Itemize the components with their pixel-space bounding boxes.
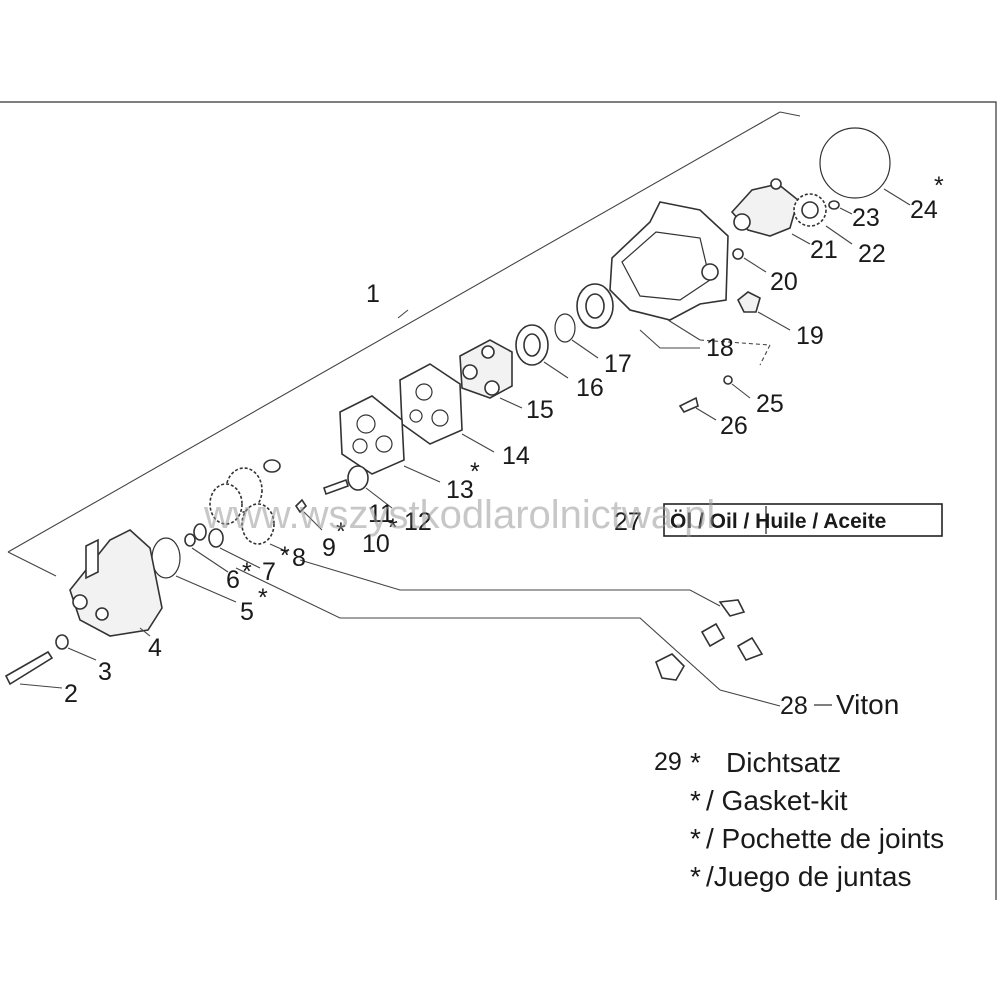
- callout-20: 20: [770, 268, 798, 296]
- asterisk-8: *: [280, 542, 290, 570]
- callout-13: 13: [446, 476, 474, 504]
- asterisk-13: *: [470, 458, 480, 486]
- callout-23: 23: [852, 204, 880, 232]
- kit-asterisk-1: *: [690, 747, 701, 778]
- asterisk-10: *: [388, 514, 398, 542]
- part-3-washer: [55, 634, 97, 661]
- callout-27: 27: [614, 508, 642, 536]
- kit-asterisk-2: *: [690, 785, 701, 816]
- callout-9: 9: [322, 534, 336, 562]
- kit-asterisk-3: *: [690, 823, 701, 854]
- kit-asterisk-4: *: [690, 861, 701, 892]
- assembly-bracket: [7, 111, 801, 577]
- callout-26: 26: [720, 412, 748, 440]
- kit-legend-line1: Dichtsatz: [726, 747, 841, 778]
- viton-leader: [235, 559, 781, 707]
- part-19-cap: [736, 291, 791, 331]
- watermark: www.wszystkodlarolnictwa.pl: [203, 493, 715, 537]
- part-18-gear-housing: [609, 201, 771, 366]
- callout-25: 25: [756, 390, 784, 418]
- asterisk-5: *: [258, 584, 268, 612]
- oil-box: [663, 503, 943, 537]
- part-8-piston-assembly: [209, 459, 289, 553]
- part-28-viton-valves: [654, 599, 764, 681]
- part-25-washer: [723, 375, 751, 399]
- viton-label: Viton: [836, 689, 899, 720]
- callout-17: 17: [604, 350, 632, 378]
- asterisk-24: *: [934, 172, 944, 200]
- callout-12: 12: [404, 508, 432, 536]
- callout-1: 1: [366, 280, 380, 308]
- part-7-washer: [193, 523, 261, 569]
- part-13-diaphragm-plate: [339, 395, 441, 483]
- callout-28: 28: [780, 692, 808, 720]
- kit-legend-line2: / Gasket-kit: [706, 785, 848, 816]
- part-16-bearing: [515, 324, 569, 379]
- callout-4: 4: [148, 634, 162, 662]
- part-5-oring: [151, 537, 237, 603]
- callout-14: 14: [502, 442, 530, 470]
- callout-6: 6: [226, 566, 240, 594]
- callout-16: 16: [576, 374, 604, 402]
- callout-7: 7: [262, 558, 276, 586]
- part-26-screw: [678, 396, 717, 421]
- asterisk-6: *: [242, 558, 252, 586]
- callout-24: 24: [910, 196, 938, 224]
- oil-box-label: Öl / Oil / Huile / Aceite: [670, 510, 886, 533]
- part-15-valve-block: [459, 339, 523, 409]
- part-11-screw: [322, 478, 350, 496]
- callout-3: 3: [98, 658, 112, 686]
- callout-19: 19: [796, 322, 824, 350]
- callout-8: 8: [292, 544, 306, 572]
- callout-22: 22: [858, 240, 886, 268]
- part-22-gear: [793, 193, 853, 245]
- part-17b-seal: [576, 283, 614, 329]
- part-14-plate: [399, 363, 495, 453]
- part-9-screw: [294, 498, 323, 531]
- part-21-housing: [730, 178, 811, 245]
- kit-legend-line4: /Juego de juntas: [706, 861, 912, 892]
- part-17-snap-ring: [554, 313, 599, 359]
- callout-11: 11: [368, 500, 394, 528]
- frame-border: [0, 101, 997, 900]
- part-24-oring: [819, 127, 911, 206]
- callout-10: 10: [362, 530, 390, 558]
- part-23-washer: [828, 200, 853, 215]
- callout-21: 21: [810, 236, 838, 264]
- kit-legend-line3: / Pochette de joints: [706, 823, 944, 854]
- asterisk-9: *: [336, 518, 346, 546]
- callout-5: 5: [240, 598, 254, 626]
- callout-2: 2: [64, 680, 78, 708]
- leader-1: [397, 309, 409, 319]
- part-4-pump-head: [69, 529, 163, 637]
- part-6-oring: [184, 533, 229, 573]
- callout-18: 18: [706, 334, 734, 362]
- part-12-disk: [347, 465, 393, 509]
- callout-15: 15: [526, 396, 554, 424]
- part-20-plug: [732, 248, 767, 273]
- callout-29: 29: [654, 748, 682, 776]
- part-2-bolt: [4, 650, 63, 689]
